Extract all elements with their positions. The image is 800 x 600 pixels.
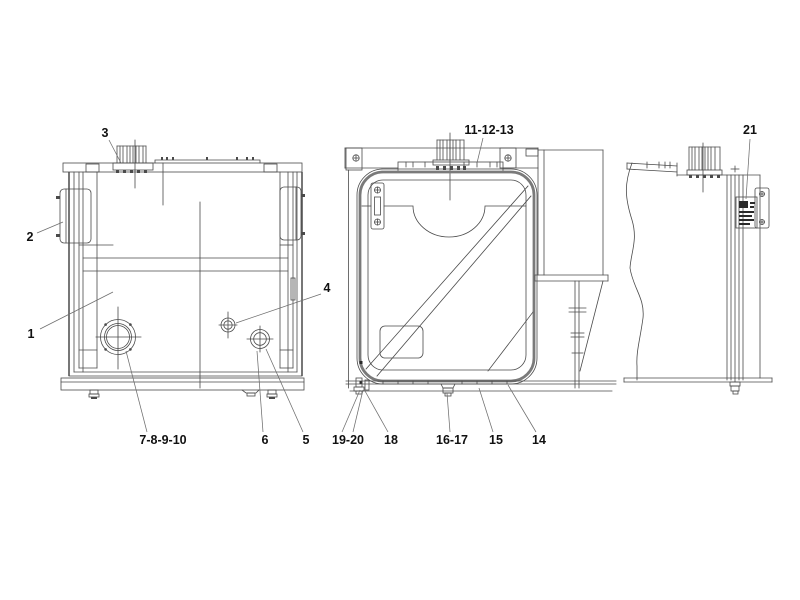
leader-line-15 [478, 387, 494, 433]
callout-19-20: 19-20 [332, 433, 364, 447]
leader-line-18 [364, 390, 389, 433]
leader-line-2 [36, 221, 64, 234]
side-view [623, 142, 773, 395]
leader-line-19-20-1 [352, 389, 364, 433]
foot-plug-right [266, 389, 278, 399]
corner-drain-fitting [353, 377, 370, 395]
leader-line-14 [507, 384, 537, 433]
tank-base-side [623, 377, 773, 383]
callout-18: 18 [384, 433, 398, 447]
cleanout-port [95, 306, 142, 370]
top-cover-plate [62, 157, 303, 173]
leader-line-5 [265, 348, 304, 433]
return-port [246, 325, 274, 353]
mounting-plate [344, 147, 539, 171]
breather-fins-side [686, 142, 723, 193]
leader-line-4 [235, 293, 322, 324]
side-bracket-left [56, 188, 92, 244]
frame-rails-side [726, 165, 761, 383]
frame-rail-left [78, 171, 98, 369]
callout-2: 2 [27, 230, 34, 244]
drain-dip [241, 389, 260, 397]
callout-1: 1 [28, 327, 35, 341]
tank-base-cover-view [345, 380, 617, 392]
cover-label-plate [379, 325, 424, 359]
callout-16-17: 16-17 [436, 433, 468, 447]
leader-line-21 [745, 138, 751, 200]
nameplate-bracket [754, 187, 770, 229]
leader-line-11-12-13 [476, 137, 484, 164]
tank-base-front [60, 377, 305, 399]
breather-fins-front [112, 139, 154, 189]
drain-plug-center [440, 383, 456, 397]
leader-line-19-20 [341, 389, 361, 433]
nameplate [735, 196, 758, 229]
leader-line-3 [108, 139, 122, 164]
leader-line-6 [256, 350, 264, 433]
break-edge [625, 162, 644, 381]
callout-14: 14 [532, 433, 546, 447]
side-bracket-right [279, 186, 305, 241]
side-panel-right [534, 149, 609, 389]
leader-line-7-8-9-10 [125, 350, 148, 433]
callout-15: 15 [489, 433, 503, 447]
drain-plug-side [729, 381, 741, 395]
callout-6: 6 [262, 433, 269, 447]
plug-port [218, 311, 238, 339]
leader-line-1 [39, 291, 114, 330]
callout-5: 5 [303, 433, 310, 447]
cover-view [344, 132, 617, 397]
leader-line-16-17 [446, 392, 451, 433]
breather-fins-cover [432, 132, 470, 201]
callout-7-8-9-10: 7-8-9-10 [139, 433, 186, 447]
callout-11-12-13: 11-12-13 [464, 123, 513, 137]
front-view [56, 139, 305, 399]
level-gauge [370, 182, 385, 230]
tank-shell-front [68, 162, 303, 389]
callouts-layer: 1 2 3 4 5 6 7-8-9-10 11-12-13 14 15 16-17 18 19-20 21 [27, 123, 757, 447]
cover-panel-features [361, 185, 534, 377]
foot-plug-left [88, 389, 100, 399]
callout-4: 4 [324, 281, 331, 295]
callout-3: 3 [102, 126, 109, 140]
callout-21: 21 [743, 123, 757, 137]
